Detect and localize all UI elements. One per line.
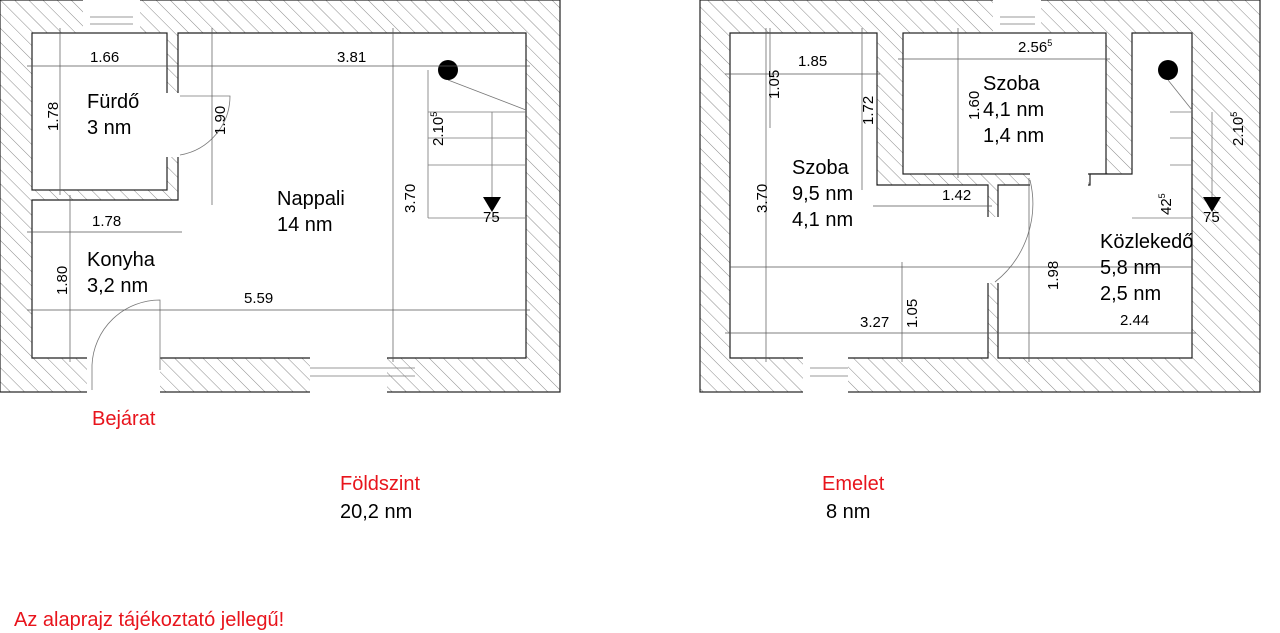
entrance-opening [87, 357, 160, 393]
dim-living-height: 3.70 [402, 184, 419, 213]
dim-landing: 425 [1157, 193, 1175, 215]
entrance-label: Bejárat [92, 408, 156, 430]
room-area2-kozlekedo: 2,5 nm [1100, 283, 1161, 305]
dim-door-h: 1.98 [1045, 261, 1062, 290]
room-area-szoba-large: 9,5 nm [792, 183, 853, 205]
chimney-icon [438, 60, 458, 80]
dim-room1-top-h: 1.05 [766, 70, 783, 99]
dim-living-width: 3.81 [337, 49, 366, 66]
dim-room1-top-width: 1.85 [798, 53, 827, 70]
dim-stair-length: 2.105 [429, 112, 447, 146]
dim-room1-mid-h: 1.72 [860, 96, 877, 125]
disclaimer: Az alaprajz tájékoztató jellegű! [14, 609, 284, 631]
dim-room1-bottom-h: 1.05 [904, 299, 921, 328]
stair-arrow-icon [1203, 197, 1221, 212]
room-area-konyha: 3,2 nm [87, 275, 148, 297]
stair-arrow-icon [483, 197, 501, 212]
room-szoba-large [729, 32, 989, 359]
room-kozlekedo [997, 32, 1193, 359]
upper-floor-title: Emelet [822, 473, 885, 495]
upper-stairs [1132, 60, 1221, 219]
upper-dimension-lines [725, 28, 1196, 362]
room-label-nappali: Nappali [277, 188, 345, 210]
upper-floor-area: 8 nm [826, 501, 870, 523]
room-label-kozlekedo: Közlekedő [1100, 231, 1193, 253]
ground-floor-area: 20,2 nm [340, 501, 412, 523]
room-szoba-small [902, 32, 1107, 175]
room-area-kozlekedo: 5,8 nm [1100, 257, 1161, 279]
ground-floor-plan: 1.66 3.81 1.78 1.90 2.105 3.70 1.78 1.80… [0, 0, 561, 393]
upper-floor-plan: 1.85 2.565 1.05 1.72 1.60 2.105 3.70 1.4… [699, 0, 1261, 393]
dim-hall-width: 2.44 [1120, 312, 1149, 329]
ground-floor-title: Földszint [340, 473, 420, 495]
dim-kitchen-width: 1.78 [92, 213, 121, 230]
upper-bottom-window [803, 357, 848, 393]
room-label-szoba-large: Szoba [792, 157, 850, 179]
dim-total-width: 5.59 [244, 290, 273, 307]
dim-bath-width: 1.66 [90, 49, 119, 66]
chimney-icon [1158, 60, 1178, 80]
dim-kitchen-height: 1.80 [54, 266, 71, 295]
room-area2-szoba-small: 1,4 nm [983, 125, 1044, 147]
room-nappali-konyha [31, 32, 527, 359]
dim-bath-height: 1.78 [45, 102, 62, 131]
dim-door-height: 1.90 [212, 106, 229, 135]
ground-dimension-lines [27, 28, 530, 362]
dim-niche-width: 1.42 [942, 187, 971, 204]
room-area2-szoba-large: 4,1 nm [792, 209, 853, 231]
room-area-nappali: 14 nm [277, 214, 333, 236]
room-label-furdo: Fürdő [87, 91, 139, 113]
room-furdo [31, 32, 168, 191]
room-label-szoba-small: Szoba [983, 73, 1041, 95]
stair-mark: 75 [1203, 209, 1220, 226]
dim-room2-width: 2.565 [1018, 38, 1052, 56]
dim-room1-width: 3.27 [860, 314, 889, 331]
room-area-furdo: 3 nm [87, 117, 131, 139]
ground-stairs [427, 60, 527, 219]
room-area-szoba-small: 4,1 nm [983, 99, 1044, 121]
dim-room1-height: 3.70 [754, 184, 771, 213]
stair-mark: 75 [483, 209, 500, 226]
ground-bottom-window [310, 357, 387, 393]
room-label-konyha: Konyha [87, 249, 156, 271]
dim-room2-height: 1.60 [966, 91, 983, 120]
dim-stair-length: 2.105 [1229, 112, 1247, 146]
